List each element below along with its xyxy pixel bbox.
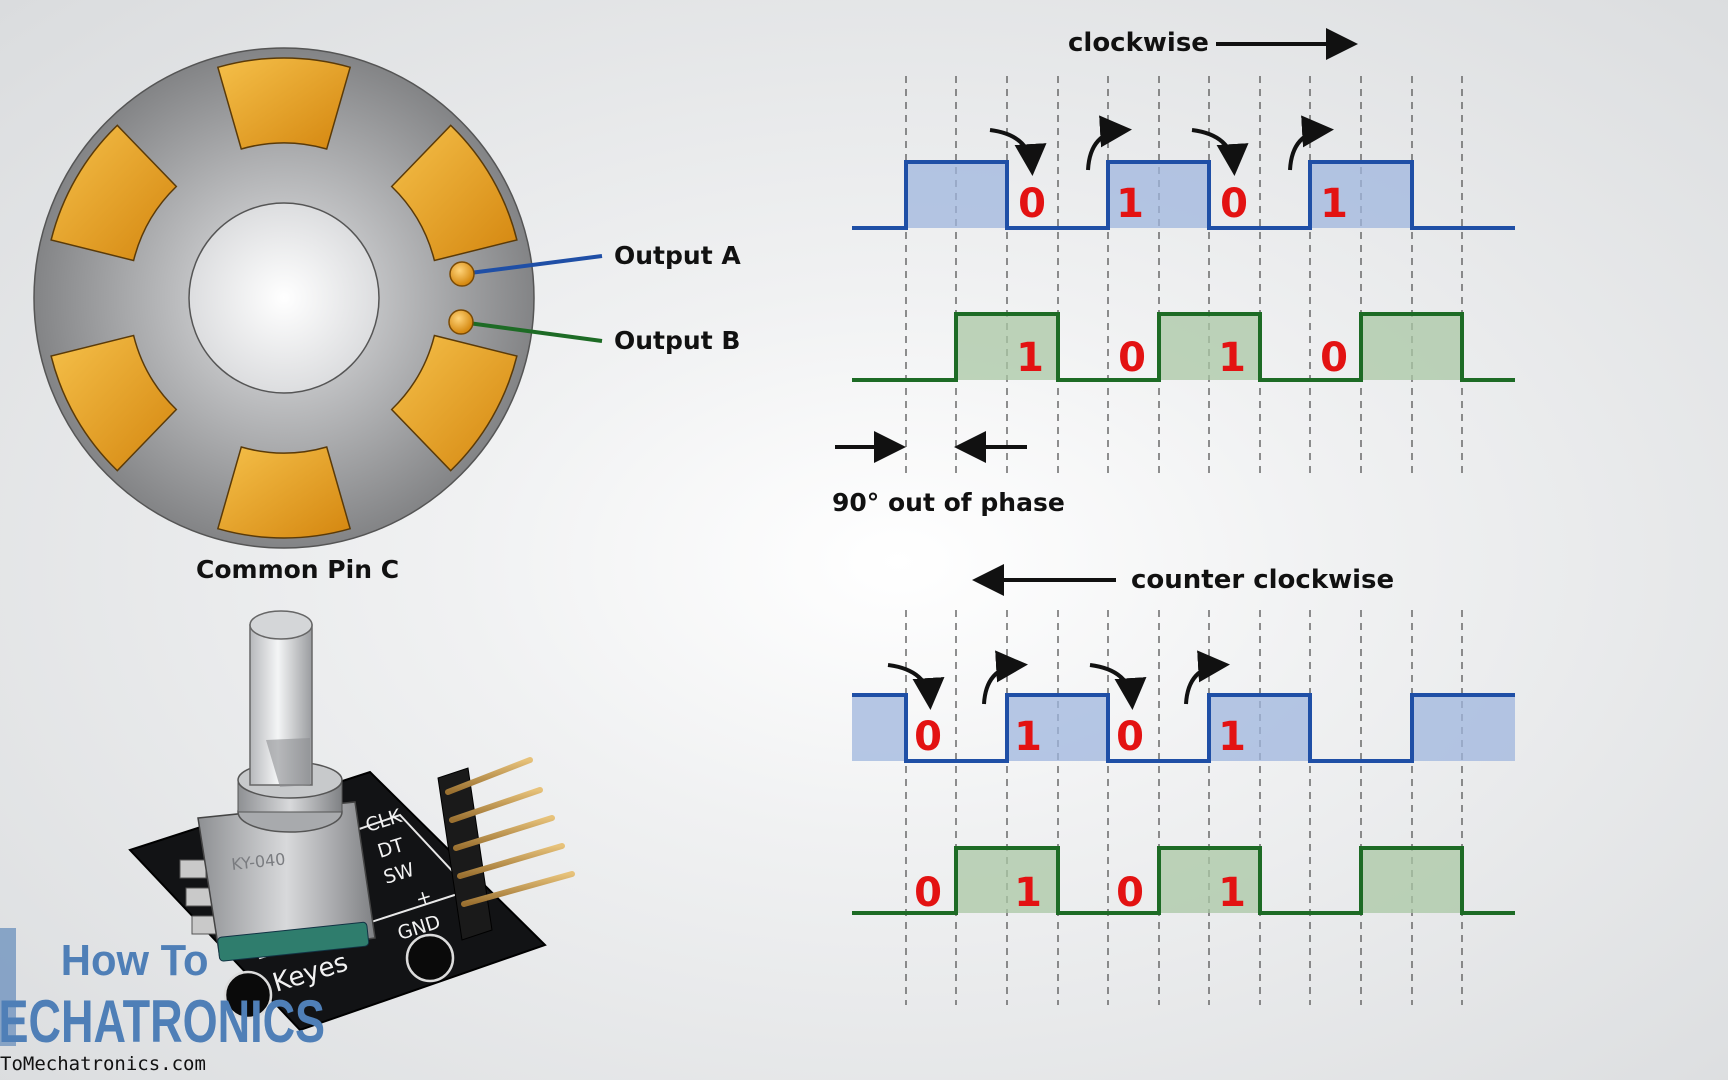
switch-tab-1	[179, 859, 207, 879]
header-pins	[445, 757, 575, 907]
transition-arrow	[982, 650, 1028, 705]
counter-clockwise-gridlines	[905, 610, 1463, 1005]
cw-a-bit-1: 0	[1018, 181, 1046, 227]
cw-b-bit-2: 0	[1118, 335, 1146, 381]
contact-pad	[390, 124, 518, 262]
encoder-wheel	[33, 47, 535, 549]
mounting-hole-left	[223, 970, 273, 1020]
counter-clockwise-waveform-b	[852, 846, 1515, 915]
signal-high-region	[852, 695, 906, 761]
signal-high-region	[1159, 314, 1260, 380]
ccw-a-bit-1: 0	[914, 714, 942, 760]
phase-note: 90° out of phase	[832, 488, 1065, 517]
rotary-encoder-module: CLK DT SW + GND Keyes KY-040	[128, 610, 575, 1032]
ccw-b-bit-1: 0	[914, 870, 942, 916]
clockwise-waveform-b	[852, 312, 1515, 382]
clockwise-title: clockwise	[1068, 28, 1209, 58]
encoder-base-plate	[217, 921, 370, 962]
transition-arrow	[989, 128, 1047, 176]
signal-high-region	[1310, 162, 1412, 228]
transition-arrow	[1191, 128, 1249, 176]
transition-arrow	[1288, 115, 1334, 171]
contact-pads	[50, 57, 518, 539]
ccw-b-bit-3: 0	[1116, 870, 1144, 916]
ccw-a-bit-4: 1	[1218, 714, 1246, 760]
logo-url: ToMechatronics.com	[0, 1053, 206, 1075]
cw-b-bit-4: 0	[1320, 335, 1348, 381]
signal-high-region	[906, 162, 1007, 228]
encoder-center-hole	[188, 202, 380, 394]
ccw-a-bit-2: 1	[1014, 714, 1042, 760]
logo-how-to: How To	[61, 936, 209, 985]
logo-mechatronics: ECHATRONICS	[0, 989, 325, 1056]
signal-high-region	[956, 314, 1058, 380]
output-b-label: Output B	[614, 326, 740, 355]
pin-label-vcc: +	[413, 885, 435, 911]
clockwise-waveform-a	[852, 160, 1515, 230]
shaft-flat	[266, 738, 310, 787]
cw-b-bit-3: 1	[1218, 335, 1246, 381]
cw-a-bit-4: 1	[1320, 181, 1348, 227]
cw-b-bit-1: 1	[1016, 335, 1044, 381]
output-a-label: Output A	[614, 241, 741, 270]
ccw-a-bit-3: 0	[1116, 714, 1144, 760]
contact-pad	[216, 446, 352, 539]
counter-clockwise-signal-a	[852, 693, 1515, 763]
clockwise-gridlines	[905, 76, 1463, 475]
signal-high-region	[1007, 695, 1108, 761]
contact-pad	[50, 124, 178, 262]
switch-tab-2	[185, 887, 213, 907]
signal-high-region	[956, 848, 1058, 913]
how-to-mechatronics-logo: How To ECHATRONICS ToMechatronics.com	[0, 928, 325, 1075]
output-b-pin	[448, 309, 603, 343]
signal-high-region	[1209, 695, 1310, 761]
output-a-contact	[449, 261, 475, 287]
counter-clockwise-signal-b	[852, 846, 1515, 915]
ccw-b-bit-4: 1	[1218, 870, 1246, 916]
clockwise-signal-a	[852, 160, 1515, 230]
shaft-tip	[249, 610, 313, 640]
counter-clockwise-title: counter clockwise	[1131, 565, 1394, 595]
clockwise-transition-arrows	[989, 115, 1334, 176]
output-a-pin	[449, 254, 603, 287]
signal-high-region	[1361, 848, 1462, 913]
common-pin-label: Common Pin C	[196, 555, 399, 584]
ccw-b-bit-2: 1	[1014, 870, 1042, 916]
transition-arrow	[1086, 115, 1132, 171]
signal-high-region	[1412, 695, 1515, 761]
logo-binary-strip	[0, 928, 16, 1046]
contact-pad	[50, 334, 178, 472]
contact-pad	[216, 57, 352, 150]
transition-arrow	[1184, 650, 1230, 705]
signal-high-region	[1159, 848, 1260, 913]
transition-arrow	[887, 663, 945, 710]
counter-clockwise-transition-arrows	[887, 650, 1230, 710]
output-a-leader	[461, 254, 603, 276]
counter-clockwise-waveform-a	[852, 693, 1515, 763]
transition-arrow	[1089, 663, 1147, 710]
signal-high-region	[1108, 162, 1209, 228]
cw-a-bit-3: 0	[1220, 181, 1248, 227]
mounting-hole-right	[405, 933, 455, 983]
output-b-leader	[460, 320, 603, 343]
clockwise-signal-b	[852, 312, 1515, 382]
contact-pad	[390, 334, 518, 472]
cw-a-bit-2: 1	[1116, 181, 1144, 227]
output-b-contact	[448, 309, 474, 335]
signal-high-region	[1361, 314, 1462, 380]
